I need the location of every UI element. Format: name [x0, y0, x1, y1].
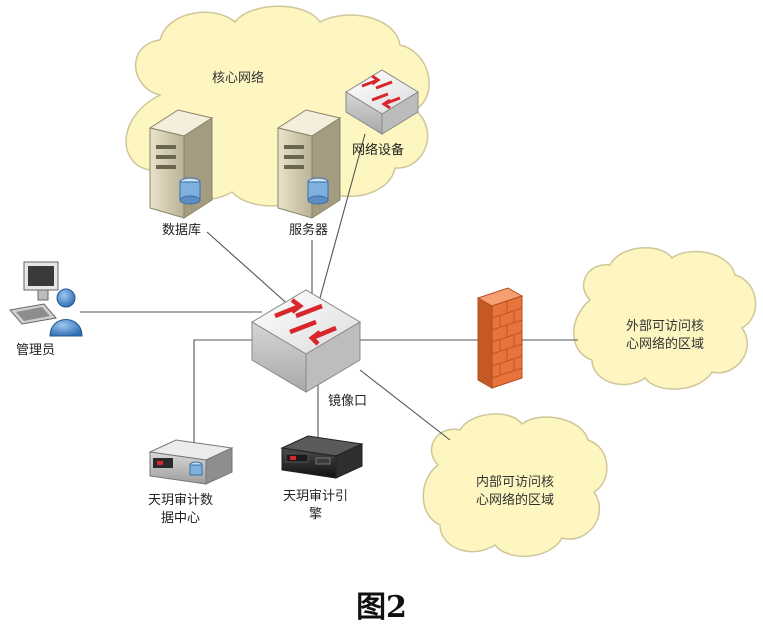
- internal-zone-label-line1: 内部可访问核: [476, 475, 555, 490]
- audit-engine-label-line2: 擎: [309, 506, 323, 522]
- database-server-icon: [148, 109, 214, 219]
- internal-zone-label-line2: 心网络的区域: [476, 492, 555, 508]
- network-device-label: 网络设备: [352, 143, 405, 158]
- admin-workstation-icon: [9, 261, 83, 337]
- app-server-icon: [276, 109, 342, 219]
- data-center-label-line2: 据中心: [161, 510, 201, 526]
- core-network-label: 核心网络: [212, 71, 265, 86]
- mirror-port-label: 镜像口: [328, 394, 368, 409]
- connection-lines: [80, 133, 578, 448]
- internal-zone-cloud: [422, 413, 608, 557]
- data-center-label: 天玥审计数 据中心: [148, 492, 213, 527]
- network-device-icon: [345, 69, 419, 135]
- data-center-appliance-icon: [148, 439, 234, 485]
- core-switch-icon: [251, 289, 361, 393]
- audit-engine-label-line1: 天玥审计引: [283, 489, 349, 504]
- admin-label: 管理员: [16, 343, 56, 358]
- database-label: 数据库: [162, 223, 202, 238]
- internal-zone-label: 内部可访问核 心网络的区域: [476, 474, 554, 509]
- external-zone-label-line2: 心网络的区域: [626, 336, 705, 352]
- figure-caption: 图2: [356, 590, 407, 625]
- external-zone-label: 外部可访问核 心网络的区域: [626, 318, 704, 353]
- audit-engine-label: 天玥审计引 擎: [283, 488, 348, 523]
- external-zone-cloud: [573, 247, 757, 390]
- data-center-label-line1: 天玥审计数: [148, 493, 214, 508]
- server-label: 服务器: [289, 223, 329, 238]
- external-zone-label-line1: 外部可访问核: [626, 319, 705, 334]
- audit-engine-appliance-icon: [280, 435, 364, 479]
- firewall-icon: [476, 287, 524, 389]
